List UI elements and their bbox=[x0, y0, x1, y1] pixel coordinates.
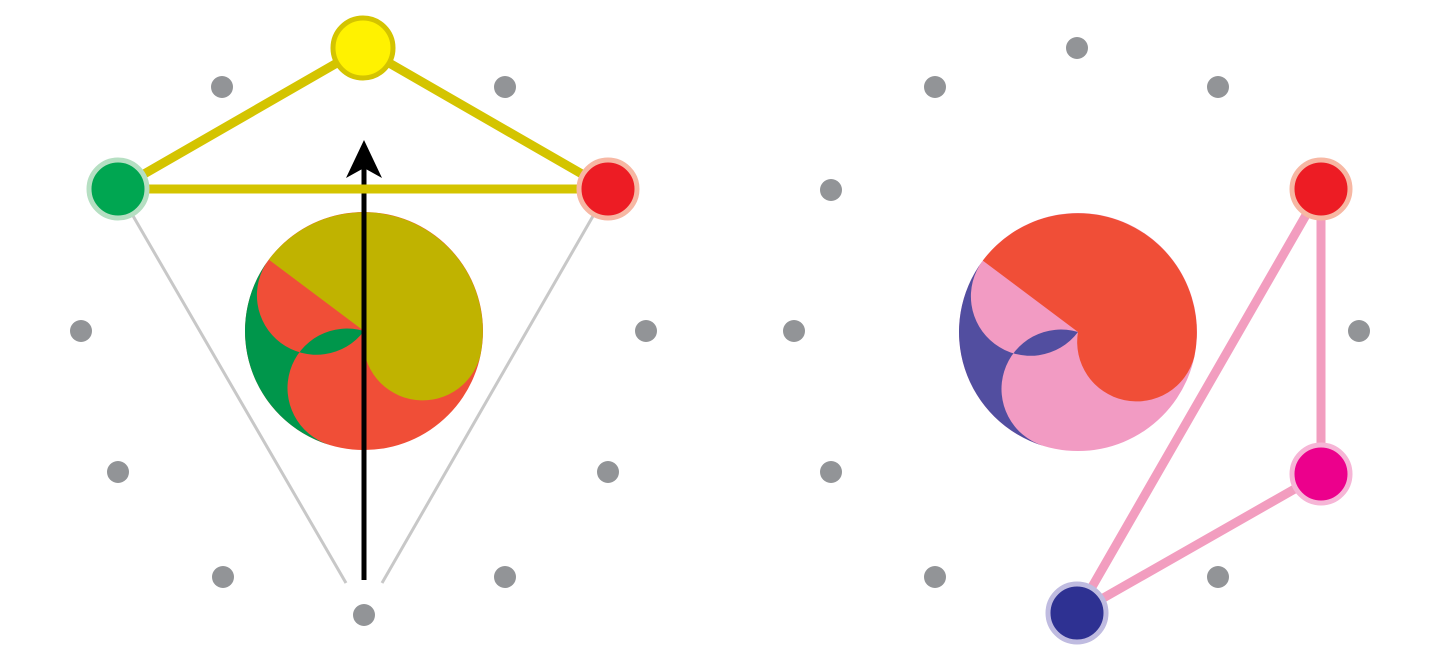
rotation-arrow bbox=[346, 140, 382, 580]
grid-dot bbox=[1207, 566, 1229, 588]
swirl-olive-segment bbox=[268, 212, 483, 401]
green-node bbox=[89, 160, 147, 218]
edge-red-navy bbox=[1072, 184, 1326, 618]
grid-dot bbox=[597, 461, 619, 483]
grid-dot bbox=[820, 461, 842, 483]
grid-dot bbox=[783, 320, 805, 342]
right-diagram bbox=[783, 37, 1370, 645]
left-triangle-edges bbox=[113, 43, 613, 194]
edge-yellow-red bbox=[358, 43, 613, 194]
grid-dot bbox=[212, 566, 234, 588]
right-triangle-edges bbox=[1072, 184, 1326, 618]
magenta-node bbox=[1292, 445, 1350, 503]
grid-dot bbox=[1207, 76, 1229, 98]
grid-dot bbox=[1348, 320, 1370, 342]
grid-dot bbox=[494, 76, 516, 98]
yellow-node-ring bbox=[330, 15, 396, 81]
grid-dot bbox=[820, 179, 842, 201]
grid-dot bbox=[1066, 37, 1088, 59]
guide-line-right bbox=[380, 189, 610, 584]
edge-magenta-navy bbox=[1072, 469, 1326, 618]
grid-dot bbox=[211, 76, 233, 98]
swirl-purple-segment bbox=[959, 260, 1078, 446]
left-dot-grid bbox=[70, 76, 657, 626]
guide-line-left bbox=[116, 189, 348, 584]
grid-dot bbox=[70, 320, 92, 342]
grid-dot bbox=[107, 461, 129, 483]
swirl-right bbox=[959, 213, 1197, 451]
grid-dot bbox=[924, 76, 946, 98]
swirl-green-segment bbox=[245, 259, 364, 445]
navy-node-ring bbox=[1045, 581, 1109, 645]
edge-green-yellow bbox=[113, 43, 368, 194]
red-node bbox=[1292, 160, 1350, 218]
magenta-node-ring bbox=[1289, 442, 1353, 506]
arrow-head bbox=[346, 140, 382, 178]
red-node-ring bbox=[1289, 157, 1353, 221]
yellow-node bbox=[333, 18, 393, 78]
grid-dot bbox=[353, 604, 375, 626]
right-dot-grid bbox=[783, 37, 1370, 588]
swirl-left bbox=[245, 212, 483, 450]
left-diagram bbox=[70, 15, 657, 626]
grid-dot bbox=[924, 566, 946, 588]
grid-dot bbox=[494, 566, 516, 588]
navy-node bbox=[1048, 584, 1106, 642]
red-node bbox=[579, 160, 637, 218]
swirl-orange-segment bbox=[982, 213, 1197, 402]
grid-dot bbox=[635, 320, 657, 342]
red-node-ring bbox=[576, 157, 640, 221]
green-node-ring bbox=[86, 157, 150, 221]
